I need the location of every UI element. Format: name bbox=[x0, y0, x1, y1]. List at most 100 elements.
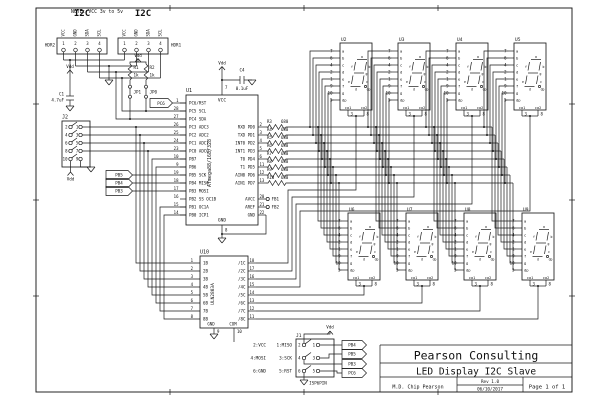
display-pin-number: 6 bbox=[338, 225, 341, 230]
i2c-wires bbox=[63, 51, 186, 120]
display-ca-number: 8 bbox=[491, 282, 494, 287]
flag-pc6-label: PC6 bbox=[157, 101, 165, 106]
display-seg-letter: a bbox=[419, 55, 421, 59]
u1-pin-name: PC4 SDA bbox=[189, 116, 207, 121]
display-pin-seg: d bbox=[524, 239, 526, 244]
u10-pin-number: 18 bbox=[250, 258, 255, 263]
u1-pin-number: 9 bbox=[176, 162, 179, 167]
header-pin-name: SDA bbox=[146, 29, 151, 37]
u1-pin-name: PC5 SCL bbox=[189, 108, 207, 113]
u10-pin-number: 5 bbox=[191, 290, 194, 295]
display-seg-letter: e bbox=[472, 250, 474, 254]
u10-pin-name: /8C bbox=[238, 316, 246, 321]
u10-pin-number: 7 bbox=[191, 306, 194, 311]
u10-pin-name: 4B bbox=[203, 284, 208, 289]
display-ca-label: ca1 bbox=[411, 276, 418, 280]
display-pin-seg: b bbox=[516, 55, 519, 60]
display-seg-letter: d bbox=[355, 88, 357, 92]
display-seg-letter: g bbox=[548, 242, 550, 246]
display-pin-number: 2 bbox=[512, 239, 515, 244]
flag-pb4-label: PB4 bbox=[115, 181, 123, 186]
u1-pin-name: GND bbox=[248, 212, 256, 217]
display-ca-number: 8 bbox=[367, 112, 370, 117]
display-seg-letter: a bbox=[361, 55, 363, 59]
display-pin-seg: a bbox=[524, 218, 526, 223]
u1-pin-number: 23 bbox=[174, 146, 179, 151]
display-ca-number: 8 bbox=[425, 112, 428, 117]
u1-pin-number: 6 bbox=[260, 154, 263, 159]
display-pin-number: 10 bbox=[328, 90, 333, 95]
display-pin-seg: e bbox=[408, 246, 411, 251]
display-pin-seg: c bbox=[342, 62, 344, 67]
display-pin-seg: e bbox=[342, 76, 345, 81]
display-ca-label: ca1 bbox=[527, 276, 534, 280]
display-seg-letter: d bbox=[363, 258, 365, 262]
display-pin-number: 5 bbox=[446, 97, 449, 102]
resistor-value: 680 bbox=[281, 159, 289, 164]
display-pin-number: 4 bbox=[330, 62, 333, 67]
display-seg-letter: e bbox=[414, 250, 416, 254]
u10-pin-number: 1 bbox=[191, 258, 194, 263]
display-seg-letter: a bbox=[543, 225, 545, 229]
display-pin-seg: b bbox=[458, 55, 461, 60]
vdd-label: Vdd bbox=[326, 325, 334, 330]
display-pin-number: 2 bbox=[446, 69, 449, 74]
display-pin-number: 4 bbox=[396, 232, 399, 237]
u10-pin-name: /3C bbox=[238, 276, 246, 281]
display-pin-seg: e bbox=[400, 76, 403, 81]
display-seg-letter: c bbox=[482, 80, 484, 84]
j1-ref: J1 bbox=[296, 333, 302, 339]
display-pin-seg: e bbox=[524, 246, 527, 251]
u1-pin-number: 13 bbox=[260, 178, 265, 183]
display-pin-seg: c bbox=[466, 232, 468, 237]
jp0-label: JP0 bbox=[150, 90, 158, 95]
display-pin-number: 9 bbox=[512, 253, 515, 258]
display-pin-seg: c bbox=[516, 62, 518, 67]
display-pin-seg: f bbox=[400, 83, 402, 88]
u1-pin-name: PB2 SS OC1B bbox=[189, 196, 217, 201]
isp-flag-label: PB3 bbox=[348, 362, 356, 367]
u1-pin-number: 12 bbox=[260, 170, 265, 175]
display-ca-number: 3 bbox=[475, 282, 478, 287]
u10-pin-name: /5C bbox=[238, 292, 246, 297]
display-pin-seg: a bbox=[350, 218, 352, 223]
resistor-ref: R10 bbox=[267, 175, 275, 180]
display-seg-letter: g bbox=[432, 242, 434, 246]
display-pin-number: 10 bbox=[336, 260, 341, 265]
display-pin-seg: dp bbox=[400, 97, 405, 102]
header-pin-number: 2 bbox=[74, 41, 77, 46]
u10-gnd-label: GND bbox=[207, 322, 215, 327]
u10-pin-number: 15 bbox=[250, 282, 255, 287]
header-pin-number: 1 bbox=[62, 41, 65, 46]
c1-ref: C1 bbox=[59, 92, 65, 97]
display-seg-letter: g bbox=[490, 242, 492, 246]
display-pin-seg: dp bbox=[466, 267, 471, 272]
display-pin-number: 7 bbox=[504, 48, 507, 53]
u1-pin-name: PB6 bbox=[189, 164, 197, 169]
header-pin-name: GND bbox=[134, 29, 139, 37]
display-ref: U3 bbox=[399, 37, 405, 43]
display-pin-number: 5 bbox=[396, 267, 399, 272]
header-pin-number: 3 bbox=[147, 41, 150, 46]
u10-pin-name: /6C bbox=[238, 300, 246, 305]
u1-pin-number: 26 bbox=[174, 122, 179, 127]
display-pin-number: 10 bbox=[444, 90, 449, 95]
display-pin-seg: c bbox=[350, 232, 352, 237]
display-pin-seg: d bbox=[350, 239, 352, 244]
display-pin-seg: a bbox=[400, 48, 402, 53]
display-seg-letter: b bbox=[485, 65, 487, 69]
display-pin-seg: f bbox=[408, 253, 410, 258]
display-ca-label: ca2 bbox=[477, 106, 484, 110]
u1-pin-name: PC3 ADC3 bbox=[189, 124, 209, 129]
display-seg-letter: dp bbox=[425, 88, 429, 92]
isp-pin-number: 4 bbox=[298, 355, 301, 360]
u10-pin-number: 16 bbox=[250, 274, 255, 279]
resistor-value: 680 bbox=[281, 135, 289, 140]
isp-sig: 3:SCK bbox=[279, 356, 292, 362]
display-pin-seg: g bbox=[516, 90, 518, 95]
header-pin-name: VCC bbox=[61, 29, 66, 37]
u1-pin-number: 27 bbox=[174, 114, 179, 119]
